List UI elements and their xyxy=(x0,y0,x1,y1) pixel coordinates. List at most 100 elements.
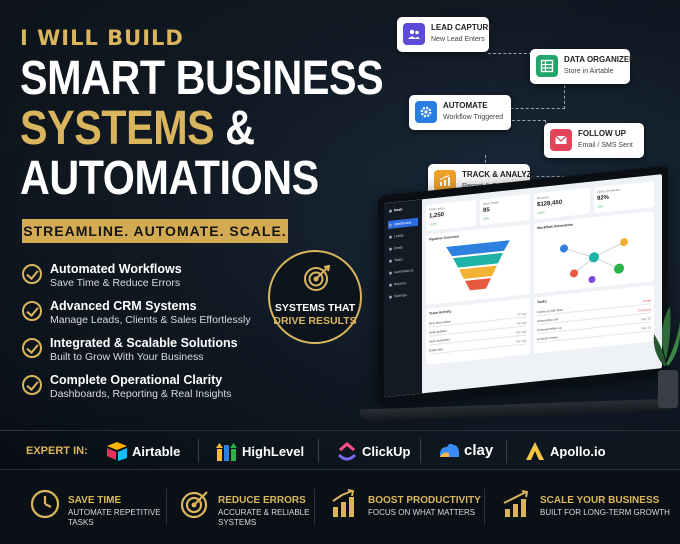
feature-title: Automated Workflows xyxy=(50,262,182,276)
flow-card-title: AUTOMATE xyxy=(443,101,488,110)
workflow-title: Workflow Automation xyxy=(537,222,573,231)
sidebar-item-reports[interactable]: Reports xyxy=(388,278,418,289)
tool-name: Apollo.io xyxy=(550,444,606,459)
benefit-subtitle: FOCUS ON WHAT MATTERS xyxy=(368,508,476,517)
flow-card-data-organized: DATA ORGANIZED Store in Airtable xyxy=(530,49,635,84)
benefit-title: SAVE TIME xyxy=(68,495,122,506)
mail-icon xyxy=(550,129,572,151)
target-icon xyxy=(304,264,331,291)
check-circle-icon xyxy=(22,338,42,358)
kpi-value: 1,250 xyxy=(429,212,445,220)
headline: I WILL BUILD SMART BUSINESS SYSTEMS & AU… xyxy=(20,26,384,205)
feature-title: Integrated & Scalable Solutions xyxy=(50,336,238,350)
headline-ampersand: & xyxy=(214,102,255,155)
kpi-delta: +5% xyxy=(597,204,604,209)
tool-name: clay xyxy=(464,442,494,459)
clickup-icon xyxy=(337,442,357,461)
activity-time: 2m ago xyxy=(516,311,527,317)
laptop-screen: Dash Dashboard Leads Deals Tasks Automat… xyxy=(378,165,668,404)
divider xyxy=(318,439,319,463)
badge-line-1: SYSTEMS THAT xyxy=(274,302,356,314)
growth-chart-icon xyxy=(503,490,529,517)
sidebar-item-dashboard[interactable]: Dashboard xyxy=(388,217,418,229)
headline-line-2: SYSTEMS & xyxy=(20,104,312,154)
task-due: May 25 xyxy=(641,316,651,322)
apollo-icon xyxy=(526,442,544,460)
pipeline-title: Pipeline Overview xyxy=(429,234,459,242)
sidebar-item-leads[interactable]: Leads xyxy=(388,230,418,241)
divider xyxy=(506,439,507,463)
badge-line-2: DRIVE RESULTS xyxy=(273,315,357,327)
target-icon xyxy=(180,491,208,519)
tasks-title: Tasks xyxy=(537,299,547,305)
kpi-card: Tasks Completed 92% +5% xyxy=(594,180,654,214)
divider xyxy=(198,439,199,463)
activity-time: 5m ago xyxy=(516,320,527,326)
flow-card-follow-up: FOLLOW UP Email / SMS Sent xyxy=(544,123,644,158)
activity-text: Deal updated xyxy=(429,328,447,335)
dashboard-main: Total Leads 1,250 +12% Open Deals 85 +8%… xyxy=(422,174,662,393)
flow-connector xyxy=(488,53,532,69)
dashboard-brand: Dash xyxy=(388,204,418,215)
flow-card-automate: AUTOMATE Workflow Triggered xyxy=(409,95,511,130)
dashboard-app: Dash Dashboard Leads Deals Tasks Automat… xyxy=(384,174,662,398)
highlevel-icon xyxy=(216,443,237,461)
flow-card-subtitle: Workflow Triggered xyxy=(443,114,504,121)
activity-time: 10m ago xyxy=(515,329,527,335)
users-icon xyxy=(403,23,425,45)
divider xyxy=(484,489,485,525)
workflow-diagram xyxy=(560,238,628,284)
check-circle-icon xyxy=(22,301,42,321)
headline-line-3: AUTOMATIONS xyxy=(20,152,319,205)
task-text: Contract review xyxy=(537,335,558,342)
expert-in-row: EXPERT IN: Airtable HighLevel ClickUp cl… xyxy=(0,430,680,470)
headline-systems-word: SYSTEMS xyxy=(20,102,215,155)
divider xyxy=(314,489,315,525)
task-text: Onboarding call xyxy=(537,317,559,324)
sidebar-item-tasks[interactable]: Tasks xyxy=(388,254,418,265)
feature-subtitle: Dashboards, Reporting & Real Insights xyxy=(50,388,232,400)
gear-icon xyxy=(415,101,437,123)
flow-connector xyxy=(512,120,546,140)
table-icon xyxy=(536,55,558,77)
activity-time: 15m ago xyxy=(515,338,527,344)
airtable-icon xyxy=(107,442,127,461)
check-circle-icon xyxy=(22,375,42,395)
flow-card-subtitle: Store in Airtable xyxy=(564,68,614,75)
kpi-label: Total Leads xyxy=(429,206,445,212)
kpi-delta: +8% xyxy=(483,216,490,221)
plant-decoration xyxy=(653,306,680,408)
divider xyxy=(420,439,421,463)
funnel-chart xyxy=(446,240,510,291)
divider xyxy=(166,489,167,525)
dashboard-sidebar: Dash Dashboard Leads Deals Tasks Automat… xyxy=(384,199,422,398)
tool-name: HighLevel xyxy=(242,444,305,459)
eyebrow-text: I WILL BUILD xyxy=(20,26,184,50)
sidebar-item-settings[interactable]: Settings xyxy=(388,290,418,301)
feature-subtitle: Built to Grow With Your Business xyxy=(50,351,204,363)
feature-title: Complete Operational Clarity xyxy=(50,373,223,387)
headline-line-1: SMART BUSINESS xyxy=(20,52,384,105)
activity-text: Task completed xyxy=(429,337,450,344)
feature-subtitle: Save Time & Reduce Errors xyxy=(50,277,181,289)
task-due: Today xyxy=(642,298,651,304)
kpi-card: Total Leads 1,250 +12% xyxy=(426,199,476,231)
benefit-title: SCALE YOUR BUSINESS xyxy=(540,495,660,506)
flow-card-title: TRACK & ANALYZE xyxy=(462,170,537,179)
kpi-delta: +12% xyxy=(429,221,437,227)
expert-label: EXPERT IN: xyxy=(26,445,88,457)
flow-card-title: DATA ORGANIZED xyxy=(564,55,635,64)
feature-subtitle: Manage Leads, Clients & Sales Effortless… xyxy=(50,314,251,326)
kpi-value: 85 xyxy=(483,207,490,214)
flow-card-title: LEAD CAPTURE xyxy=(431,23,494,32)
workflow-panel: Workflow Automation xyxy=(534,210,654,294)
activity-text: New lead added xyxy=(429,319,451,326)
flow-connector xyxy=(505,85,565,109)
kpi-card: Open Deals 85 +8% xyxy=(480,194,530,226)
task-due: May 28 xyxy=(641,325,651,331)
sidebar-item-automations[interactable]: Automations xyxy=(388,266,418,277)
sidebar-item-deals[interactable]: Deals xyxy=(388,242,418,253)
bar-chart-icon xyxy=(332,489,355,517)
flow-card-lead-capture: LEAD CAPTURE New Lead Enters xyxy=(397,17,494,52)
